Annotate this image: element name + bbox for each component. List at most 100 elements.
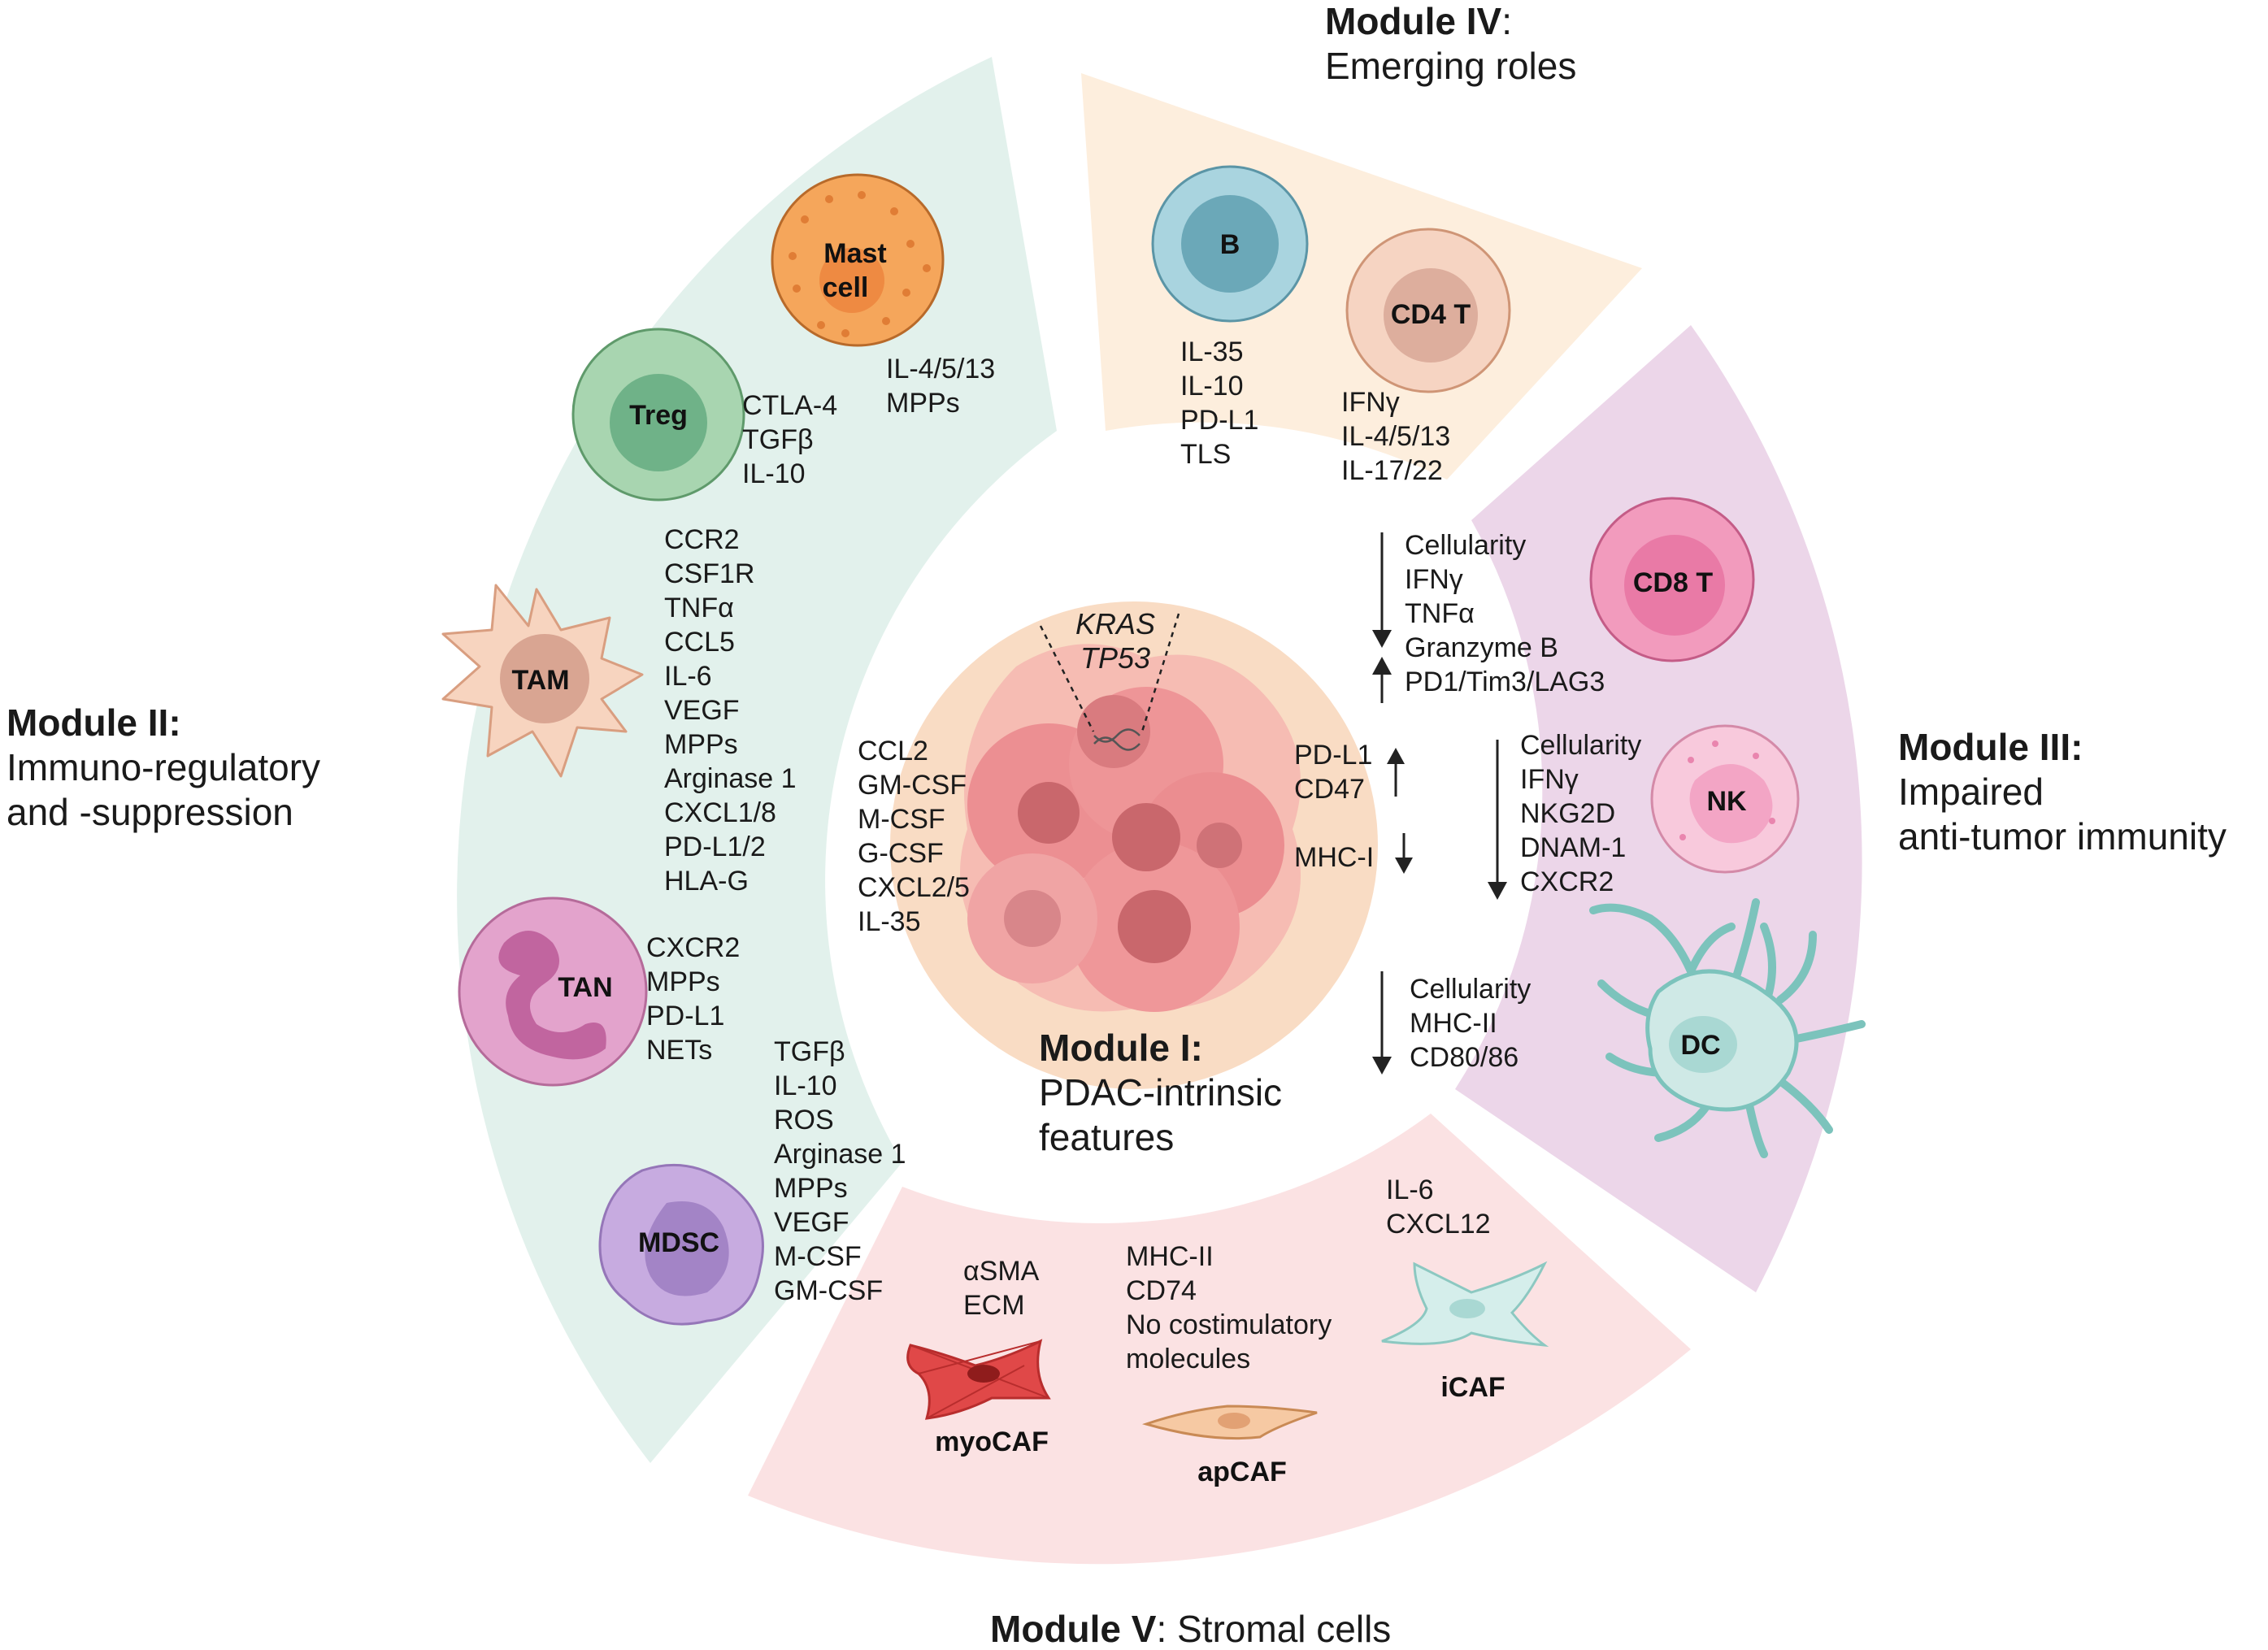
tumor-secreted-1: GM-CSF	[858, 770, 967, 801]
tan-factor-0: CXCR2	[646, 932, 740, 963]
tan-factor-2: PD-L1	[646, 1001, 724, 1031]
tumor-down-0: MHC-I	[1294, 842, 1374, 873]
tumor-secreted-4: CXCL2/5	[858, 872, 970, 903]
tumor-up-list: PD-L1 CD47 MHC-I	[1294, 740, 1374, 873]
cd4-cell-name: CD4 T	[1391, 299, 1471, 330]
cd4-factor-2: IL-17/22	[1341, 455, 1443, 486]
module-v-title: Module V: Stromal cells	[990, 1608, 1391, 1650]
module-v-sector	[748, 1114, 1691, 1565]
mast-cell-icon	[771, 173, 945, 347]
tam-factor-1: CSF1R	[664, 558, 754, 589]
tan-cell-name: TAN	[558, 972, 612, 1003]
tam-factor-6: MPPs	[664, 729, 738, 760]
b-factor-3: TLS	[1180, 439, 1231, 470]
tumor-secreted-5: IL-35	[858, 906, 921, 937]
icaf-cell-icon	[1381, 1261, 1549, 1348]
cd8-cell-name: CD8 T	[1633, 567, 1713, 598]
myocaf-factor-0: αSMA	[963, 1256, 1040, 1287]
cd8-down-0: Cellularity	[1405, 530, 1526, 561]
tam-cell-icon	[441, 584, 644, 778]
tumor-secreted-list: CCL2 GM-CSF M-CSF G-CSF CXCL2/5 IL-35	[858, 736, 970, 937]
down-arrow-dc	[1372, 971, 1392, 1075]
tumor-cell-cluster	[960, 644, 1301, 1012]
myocaf-factors: αSMA ECM	[963, 1256, 1040, 1321]
treg-factors: CTLA-4 TGFβ IL-10	[742, 390, 837, 489]
cd8-up-0: PD1/Tim3/LAG3	[1405, 667, 1605, 697]
dc-down-2: CD80/86	[1410, 1042, 1519, 1073]
dc-cell-name: DC	[1680, 1030, 1720, 1061]
module-iv-line1: Emerging roles	[1325, 45, 1576, 87]
module-i-title: Module I:	[1039, 1027, 1203, 1069]
tam-factor-2: TNFα	[664, 593, 734, 623]
myocaf-factor-1: ECM	[963, 1290, 1025, 1321]
module-iii-title: Module III:	[1898, 726, 2083, 768]
tumor-secreted-2: M-CSF	[858, 804, 945, 835]
treg-factor-2: IL-10	[742, 458, 806, 489]
up-arrow-cd8	[1372, 657, 1392, 703]
mdsc-cell-name: MDSC	[638, 1227, 719, 1258]
tumor-up-1: CD47	[1294, 774, 1365, 805]
b-cell-icon	[1151, 165, 1309, 323]
dc-down-0: Cellularity	[1410, 974, 1531, 1005]
nk-factors: Cellularity IFNγ NKG2D DNAM-1 CXCR2	[1520, 730, 1641, 897]
up-arrow-tumor	[1387, 748, 1405, 797]
module-i-line2: features	[1039, 1116, 1174, 1158]
mdsc-factor-7: GM-CSF	[774, 1275, 883, 1306]
mdsc-cell-icon	[598, 1163, 764, 1326]
apcaf-factor-3: molecules	[1126, 1344, 1250, 1374]
mast-cell-factors: IL-4/5/13 MPPs	[886, 354, 995, 419]
b-cell-factors: IL-35 IL-10 PD-L1 TLS	[1180, 337, 1258, 470]
tan-cell-icon	[458, 897, 648, 1087]
mdsc-factor-2: ROS	[774, 1105, 834, 1135]
cd8-cell-icon	[1589, 497, 1755, 662]
icaf-factor-1: CXCL12	[1386, 1209, 1491, 1240]
gene-tp53: TP53	[1080, 641, 1150, 675]
nk-cell-icon	[1650, 724, 1800, 874]
module-iv-title: Module IV:	[1325, 0, 1512, 42]
b-factor-2: PD-L1	[1180, 405, 1258, 436]
mast-cell-name-1: Mast	[823, 238, 886, 269]
mast-factor-1: MPPs	[886, 388, 960, 419]
icaf-cell-name: iCAF	[1440, 1372, 1505, 1403]
b-factor-0: IL-35	[1180, 337, 1244, 367]
dna-icon	[1093, 728, 1141, 751]
nk-down-2: NKG2D	[1520, 798, 1615, 829]
module-iv-title-colon: :	[1501, 0, 1512, 42]
apcaf-factors: MHC-II CD74 No costimulatory molecules	[1126, 1241, 1332, 1374]
mdsc-factor-5: VEGF	[774, 1207, 849, 1238]
apcaf-cell-name: apCAF	[1197, 1457, 1287, 1487]
module-iii-line2: anti-tumor immunity	[1898, 815, 2227, 858]
tam-factor-3: CCL5	[664, 627, 735, 658]
cd8-factors: Cellularity IFNγ TNFα Granzyme B PD1/Tim…	[1405, 530, 1605, 697]
module-iv-title-bold: Module IV	[1325, 0, 1502, 42]
dc-factors: Cellularity MHC-II CD80/86	[1410, 974, 1531, 1073]
mdsc-factors: TGFβ IL-10 ROS Arginase 1 MPPs VEGF M-CS…	[774, 1036, 906, 1306]
dc-down-1: MHC-II	[1410, 1008, 1497, 1039]
mdsc-factor-6: M-CSF	[774, 1241, 862, 1272]
module-ii-title: Module II:	[7, 701, 181, 744]
module-i-line1: PDAC-intrinsic	[1039, 1071, 1282, 1114]
module-ii-line2: and -suppression	[7, 791, 293, 833]
module-v-title-bold: Module V	[990, 1608, 1157, 1650]
tam-cell-name: TAM	[511, 665, 569, 696]
cd8-down-2: TNFα	[1405, 598, 1475, 629]
cd8-down-3: Granzyme B	[1405, 632, 1558, 663]
nk-down-4: CXCR2	[1520, 866, 1614, 897]
tam-factor-4: IL-6	[664, 661, 712, 692]
tam-factor-7: Arginase 1	[664, 763, 797, 794]
tan-factor-1: MPPs	[646, 966, 720, 997]
icaf-factor-0: IL-6	[1386, 1175, 1434, 1205]
module-v-title-rest: : Stromal cells	[1156, 1608, 1391, 1650]
icaf-factors: IL-6 CXCL12	[1386, 1175, 1491, 1240]
tan-factor-3: NETs	[646, 1035, 712, 1066]
mdsc-factor-3: Arginase 1	[774, 1139, 906, 1170]
gene-dashed-line-left	[1039, 625, 1095, 732]
tam-factors: CCR2 CSF1R TNFα CCL5 IL-6 VEGF MPPs Argi…	[664, 524, 797, 897]
mast-cell-name-2: cell	[823, 272, 869, 303]
cd8-down-1: IFNγ	[1405, 564, 1463, 595]
tumor-up-0: PD-L1	[1294, 740, 1372, 771]
tam-factor-0: CCR2	[664, 524, 740, 555]
tumor-secreted-3: G-CSF	[858, 838, 944, 869]
apcaf-cell-icon	[1141, 1405, 1318, 1440]
